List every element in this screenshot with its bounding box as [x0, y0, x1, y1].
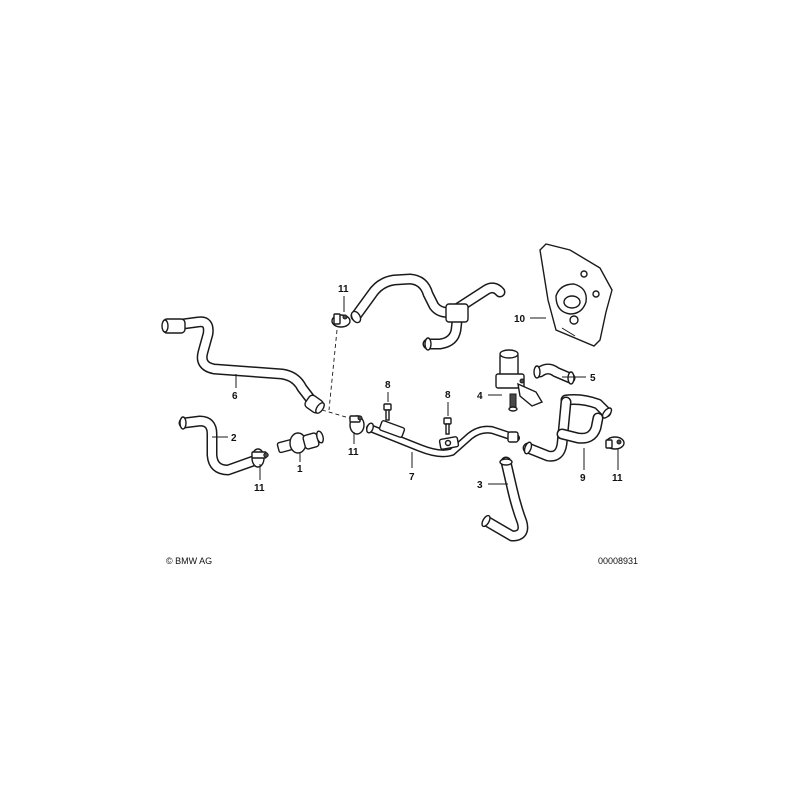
callout-labels: 1 2 3 4 5 6 7 8 8 9 10 11 11 11 11: [231, 284, 623, 494]
clamp-11-center: [349, 415, 365, 435]
callout-9: 9: [580, 473, 586, 484]
callout-2: 2: [231, 433, 237, 444]
hose-3: [481, 456, 529, 542]
callout-11-upper: 11: [338, 284, 349, 295]
pipe-7: [366, 420, 520, 458]
check-valve-1: [276, 430, 324, 454]
callout-11-right: 11: [612, 473, 623, 484]
hose-5: [533, 363, 576, 385]
hose-top-center: [350, 273, 506, 351]
clamp-11-left: [251, 448, 269, 468]
copyright-text: © BMW AG: [166, 556, 212, 566]
callout-4: 4: [477, 391, 483, 402]
bracket-plate-10: [539, 243, 613, 347]
callout-11-center: 11: [348, 447, 359, 458]
hose-9: [522, 394, 613, 462]
drawing-number: 00008931: [598, 556, 638, 566]
callout-8-right: 8: [445, 390, 451, 401]
clamp-11-right: [605, 436, 625, 450]
hose-6: [161, 316, 325, 414]
callout-7: 7: [409, 472, 415, 483]
water-valve-4: [495, 349, 544, 412]
clamp-11-upper: [331, 313, 351, 328]
callout-5: 5: [590, 373, 596, 384]
callout-1: 1: [297, 464, 303, 475]
callout-3: 3: [477, 480, 483, 491]
hose-2: [178, 415, 262, 476]
screw-8-right: [443, 417, 452, 435]
leader-lines: [212, 296, 619, 485]
callout-6: 6: [232, 391, 238, 402]
callout-11-left: 11: [254, 483, 265, 494]
alignment-line-1: [328, 329, 338, 411]
screw-8-left: [383, 403, 392, 421]
callout-10: 10: [514, 314, 526, 325]
callout-8-left: 8: [385, 380, 391, 391]
